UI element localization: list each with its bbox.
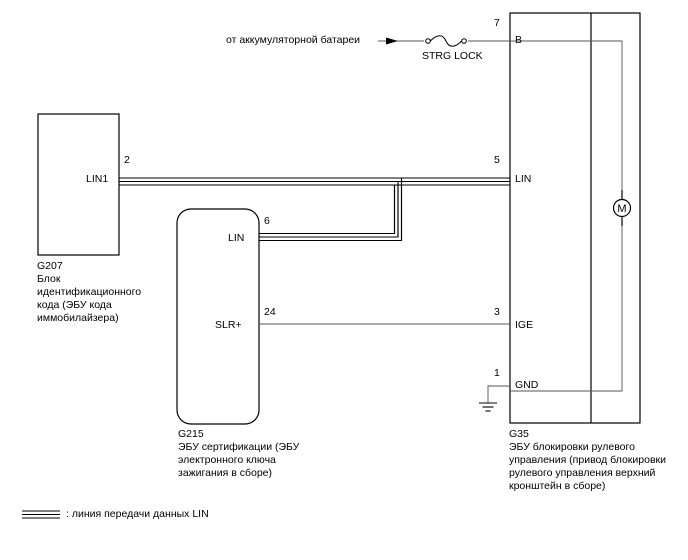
motor-wiring [510, 40, 623, 392]
g215-pin6-number: 6 [264, 215, 270, 227]
battery-label: от аккумуляторной батареи [226, 34, 361, 46]
g35-code: G35 [509, 428, 529, 440]
ground-icon [479, 402, 497, 412]
g35-pin1-number: 1 [494, 367, 500, 379]
g215-pin-lin-name: LIN [228, 232, 245, 244]
g215-pin24-number: 24 [264, 306, 276, 318]
g207-pin2-number: 2 [124, 154, 130, 166]
legend-lin-symbol [22, 510, 60, 519]
g215-code: G215 [178, 428, 204, 440]
lin-bus-inner [120, 179, 509, 184]
battery-arrow-icon [386, 37, 398, 45]
g207-pin-lin1-name: LIN1 [86, 173, 109, 185]
g215-pin-slr-name: SLR+ [215, 319, 242, 331]
fuse-terminal-left [425, 38, 431, 44]
g35-box [509, 12, 641, 424]
g207-description: Блок идентификационного кода (ЭБУ кода и… [37, 273, 142, 324]
g35-pin-ige-name: IGE [515, 319, 534, 331]
g35-pin-b-name: B [515, 34, 523, 46]
g207-code: G207 [37, 260, 63, 272]
lin-bus-overlay [393, 178, 403, 241]
fuse-terminal-right [461, 38, 467, 44]
g35-pin-gnd-name: GND [515, 379, 539, 391]
g35-description: ЭБУ блокировки рулевого управления (прив… [509, 441, 666, 492]
g215-box [176, 208, 260, 425]
fuse-label: STRG LOCK [422, 50, 483, 62]
ground-wire [487, 385, 510, 403]
g35-pin7-number: 7 [494, 17, 500, 29]
g35-pin5-number: 5 [494, 154, 500, 166]
legend-text: : линия передачи данных LIN [66, 508, 209, 520]
lin-bus [119, 177, 510, 242]
motor-letter: M [617, 203, 626, 215]
g215-description: ЭБУ сертификации (ЭБУ электронного ключа… [178, 441, 300, 479]
g35-pin3-number: 3 [494, 306, 500, 318]
g35-pin-lin-name: LIN [515, 173, 532, 185]
fuse-icon [429, 35, 463, 47]
